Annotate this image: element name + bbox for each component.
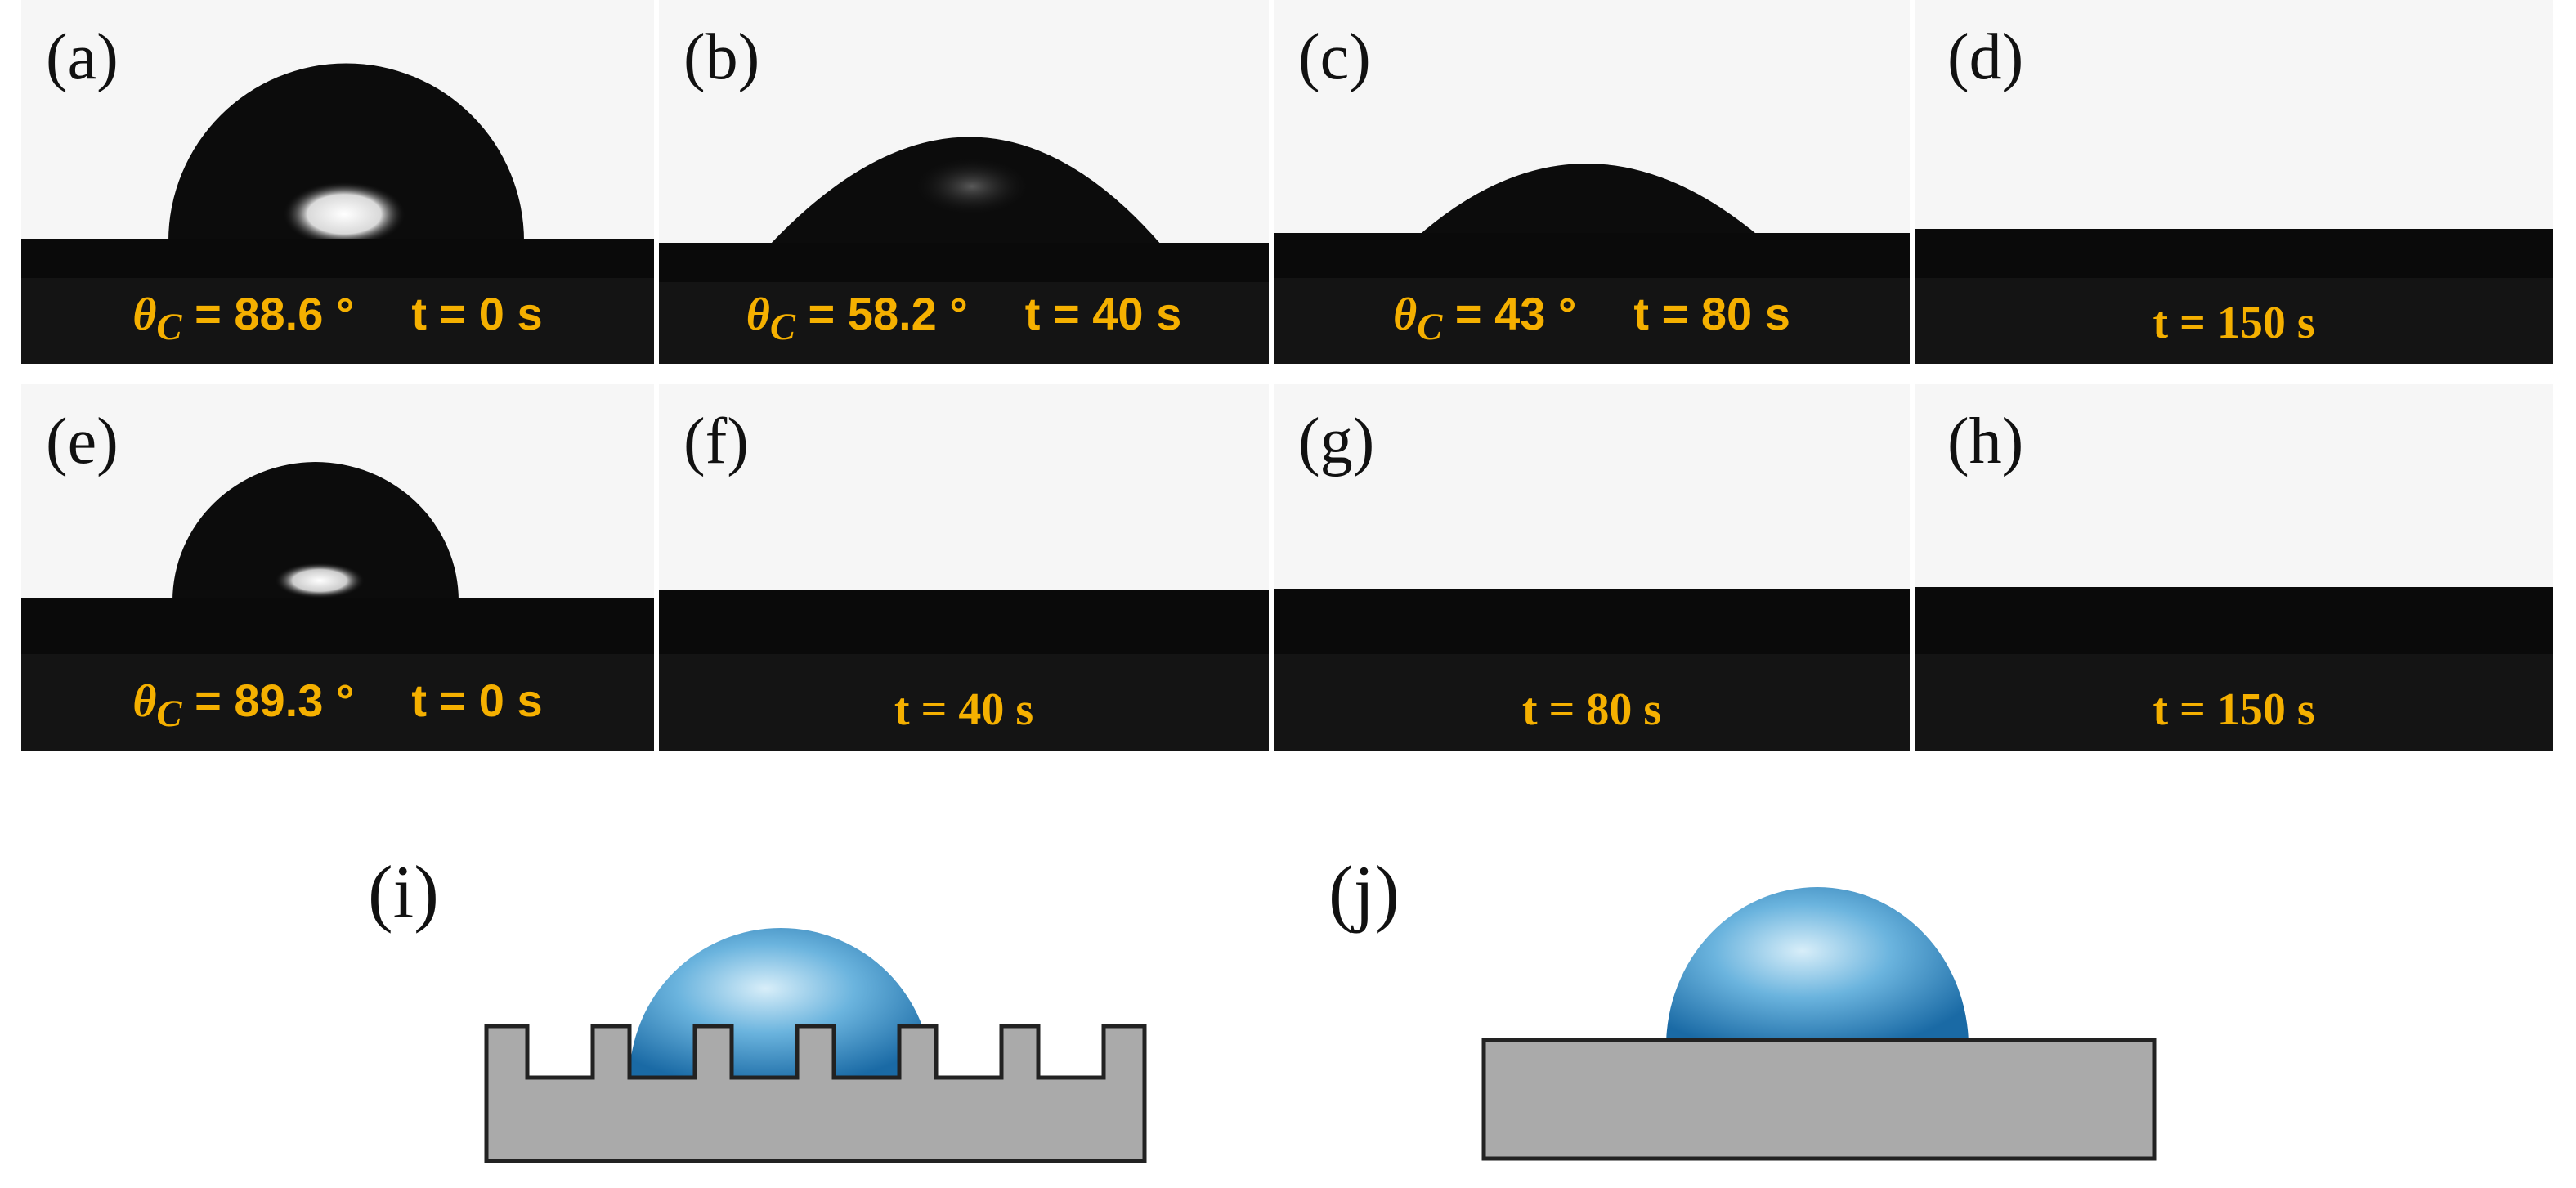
time-value: t = 40 s	[1024, 287, 1182, 339]
theta-subscript: C	[1417, 306, 1443, 348]
theta-symbol: θ	[1393, 289, 1418, 340]
panel-caption: t = 80 s	[1274, 684, 1910, 736]
droplet-photo	[21, 0, 654, 364]
panel-label: (e)	[46, 406, 119, 477]
panel-caption: θC = 58.2 ° t = 40 s	[659, 287, 1269, 349]
theta-subscript: C	[156, 306, 182, 348]
time-value: t = 80 s	[1521, 684, 1662, 735]
droplet-photo	[21, 384, 654, 751]
droplet-icon	[1666, 887, 1969, 1047]
panel-caption: t = 40 s	[659, 684, 1269, 736]
droplet-photo	[659, 0, 1269, 364]
schematic-flat-surface	[1481, 887, 2157, 1161]
theta-symbol: θ	[132, 289, 157, 340]
time-value: t = 150 s	[2153, 684, 2315, 735]
substrate-photo	[1274, 384, 1910, 751]
photo-panel-a: (a) θC = 88.6 ° t = 0 s	[21, 0, 654, 364]
photo-panel-g: (g) t = 80 s	[1274, 384, 1910, 751]
contact-angle-value: = 58.2 °	[808, 287, 968, 339]
photo-panel-c: (c) θC = 43 ° t = 80 s	[1274, 0, 1910, 364]
theta-subscript: C	[156, 693, 182, 735]
panel-caption: t = 150 s	[1915, 684, 2553, 736]
schematic-label-j: (j)	[1328, 850, 1400, 934]
droplet-photo	[1274, 0, 1910, 364]
panel-label: (c)	[1298, 21, 1371, 93]
substrate-photo	[659, 384, 1269, 751]
time-value: t = 0 s	[411, 674, 543, 726]
panel-label: (h)	[1947, 406, 2024, 477]
theta-symbol: θ	[746, 289, 770, 340]
time-value: t = 0 s	[411, 287, 543, 339]
panel-caption: t = 150 s	[1915, 297, 2553, 349]
grooved-substrate	[484, 1024, 1147, 1163]
contact-angle-value: = 43 °	[1454, 287, 1577, 339]
panel-caption: θC = 89.3 ° t = 0 s	[21, 674, 654, 736]
photo-panel-f: (f) t = 40 s	[659, 384, 1269, 751]
substrate-photo	[1915, 0, 2553, 364]
contact-angle-value: = 89.3 °	[195, 674, 355, 726]
substrate-photo	[1915, 384, 2553, 751]
schematic-grooved-surface	[484, 928, 1147, 1163]
panel-label: (g)	[1298, 406, 1375, 477]
time-value: t = 40 s	[894, 684, 1034, 735]
photo-panel-h: (h) t = 150 s	[1915, 384, 2553, 751]
photo-panel-d: (d) t = 150 s	[1915, 0, 2553, 364]
theta-symbol: θ	[132, 675, 157, 727]
time-value: t = 80 s	[1633, 287, 1790, 339]
panel-label: (f)	[683, 406, 749, 477]
flat-substrate	[1481, 1038, 2157, 1161]
photo-panel-b: (b) θC = 58.2 ° t = 40 s	[659, 0, 1269, 364]
contact-angle-value: = 88.6 °	[195, 287, 355, 339]
panel-caption: θC = 88.6 ° t = 0 s	[21, 287, 654, 349]
photo-panel-e: (e) θC = 89.3 ° t = 0 s	[21, 384, 654, 751]
panel-label: (a)	[46, 21, 119, 93]
time-value: t = 150 s	[2153, 298, 2315, 348]
panel-caption: θC = 43 ° t = 80 s	[1274, 287, 1910, 349]
theta-subscript: C	[769, 306, 795, 348]
panel-label: (b)	[683, 21, 760, 93]
panel-label: (d)	[1947, 21, 2024, 93]
schematic-label-i: (i)	[368, 850, 439, 934]
